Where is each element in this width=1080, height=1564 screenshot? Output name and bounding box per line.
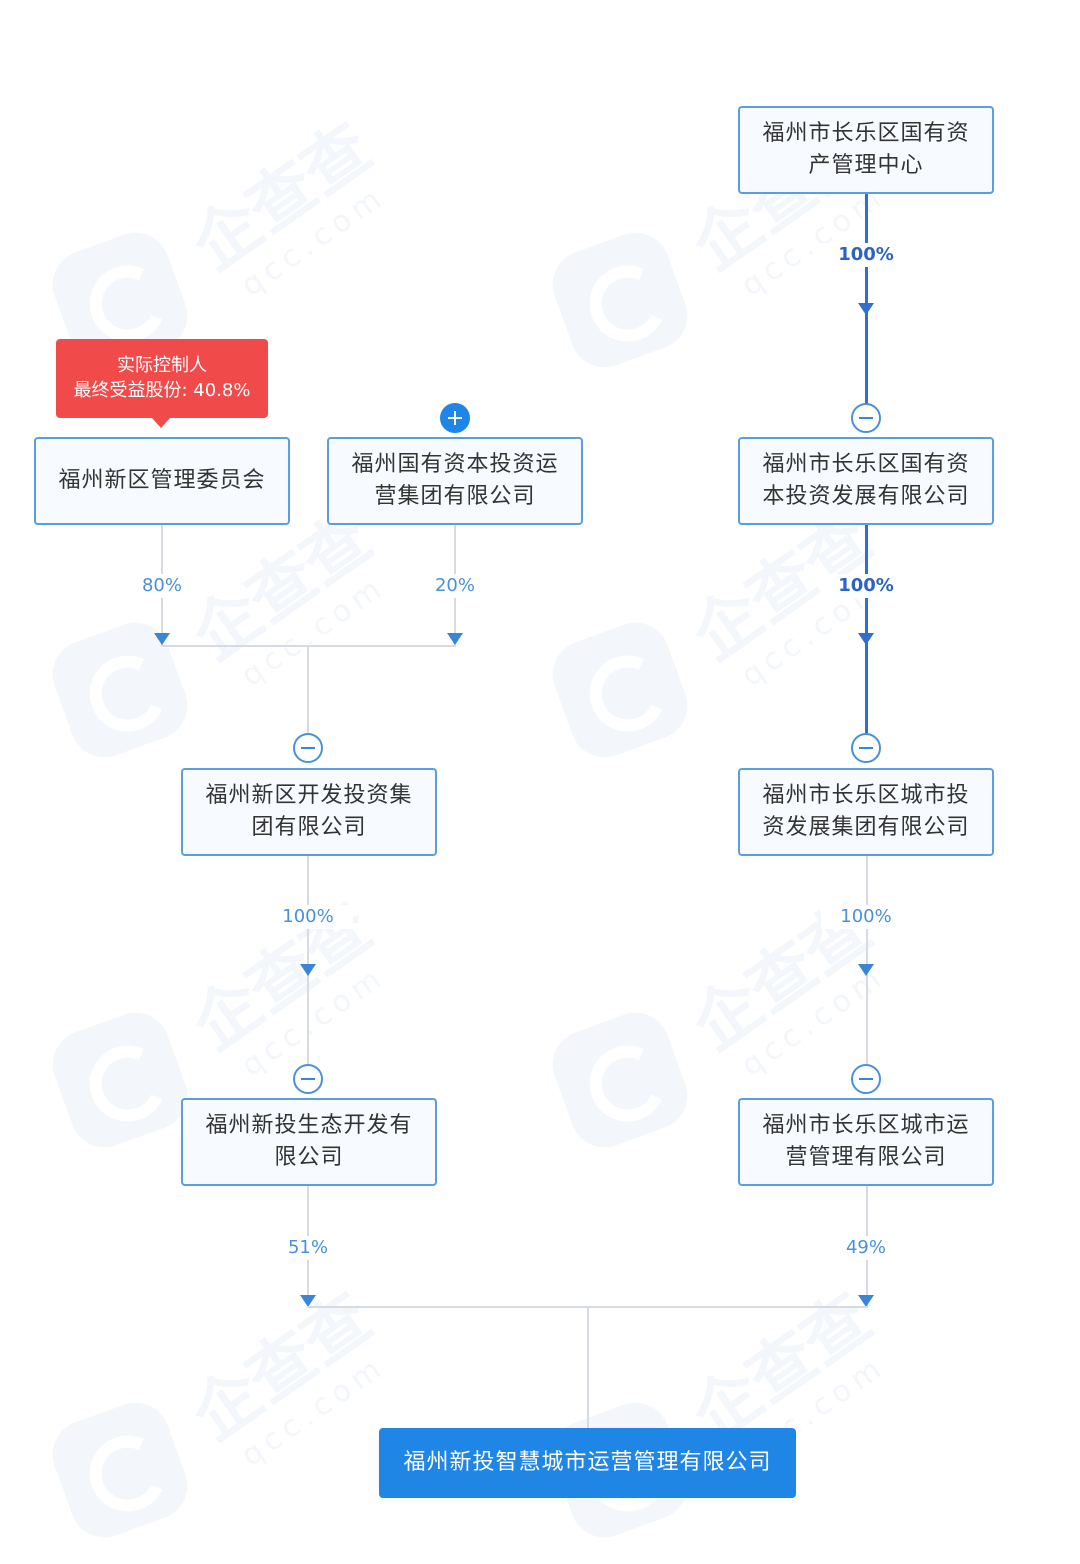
collapse-minus-icon[interactable] — [851, 1064, 881, 1094]
target-company-node[interactable]: 福州新投智慧城市运营管理有限公司 — [379, 1428, 796, 1498]
watermark-brand: 企查查 — [178, 1278, 385, 1456]
edge-percent: 80% — [117, 574, 207, 598]
edge-arrow — [154, 633, 170, 645]
edge-percent: 100% — [821, 905, 911, 929]
watermark: 企查查 qcc.com — [520, 1260, 892, 1560]
watermark-domain: qcc.com — [235, 568, 393, 694]
edge-percent: 51% — [263, 1236, 353, 1260]
edge-percent: 20% — [410, 574, 500, 598]
edge-percent: 100% — [263, 905, 353, 929]
watermark-domain: qcc.com — [235, 178, 393, 304]
actual-controller-badge: 实际控制人 最终受益股份: 40.8% — [56, 339, 268, 428]
company-node-xintou-eco-dev[interactable]: 福州新投生态开发有限公司 — [181, 1098, 437, 1186]
actual-controller-label: 实际控制人 — [117, 355, 207, 376]
company-node-fuzhou-state-capital-group[interactable]: 福州国有资本投资运营集团有限公司 — [327, 437, 583, 525]
edge-line — [307, 645, 309, 748]
edge-percent: 100% — [821, 243, 911, 267]
company-node-xinqu-committee[interactable]: 福州新区管理委员会 — [34, 437, 290, 525]
edge-line — [587, 1306, 589, 1429]
company-node-changle-urban-invest-group[interactable]: 福州市长乐区城市投资发展集团有限公司 — [738, 768, 994, 856]
company-node-changle-state-capital-dev[interactable]: 福州市长乐区国有资本投资发展有限公司 — [738, 437, 994, 525]
collapse-minus-icon[interactable] — [293, 1064, 323, 1094]
collapse-minus-icon[interactable] — [851, 403, 881, 433]
collapse-minus-icon[interactable] — [851, 733, 881, 763]
watermark-logo-icon — [43, 1003, 197, 1157]
watermark-logo-icon — [43, 1393, 197, 1547]
watermark: 企查查 qcc.com — [520, 480, 892, 780]
watermark-logo-icon — [543, 613, 697, 767]
edge-arrow — [447, 633, 463, 645]
watermark-brand: 企查查 — [178, 108, 385, 286]
watermark-logo-icon — [543, 1003, 697, 1157]
watermark-domain: qcc.com — [235, 1348, 393, 1474]
watermark-logo-icon — [43, 613, 197, 767]
watermark-logo-icon — [543, 223, 697, 377]
edge-arrow — [858, 633, 874, 645]
company-node-xinqu-dev-invest-group[interactable]: 福州新区开发投资集团有限公司 — [181, 768, 437, 856]
edge-arrow — [858, 303, 874, 315]
edge-arrow — [300, 1295, 316, 1307]
edge-arrow — [300, 964, 316, 976]
edge-percent: 49% — [821, 1236, 911, 1260]
collapse-minus-icon[interactable] — [293, 733, 323, 763]
expand-plus-icon[interactable] — [440, 403, 470, 433]
company-node-changle-urban-ops[interactable]: 福州市长乐区城市运营管理有限公司 — [738, 1098, 994, 1186]
edge-percent: 100% — [821, 574, 911, 598]
edge-arrow — [858, 964, 874, 976]
watermark-domain: qcc.com — [735, 178, 893, 304]
edge-arrow — [858, 1295, 874, 1307]
beneficial-share-label: 最终受益股份: 40.8% — [73, 380, 251, 401]
company-node-changle-state-asset-center[interactable]: 福州市长乐区国有资产管理中心 — [738, 106, 994, 194]
